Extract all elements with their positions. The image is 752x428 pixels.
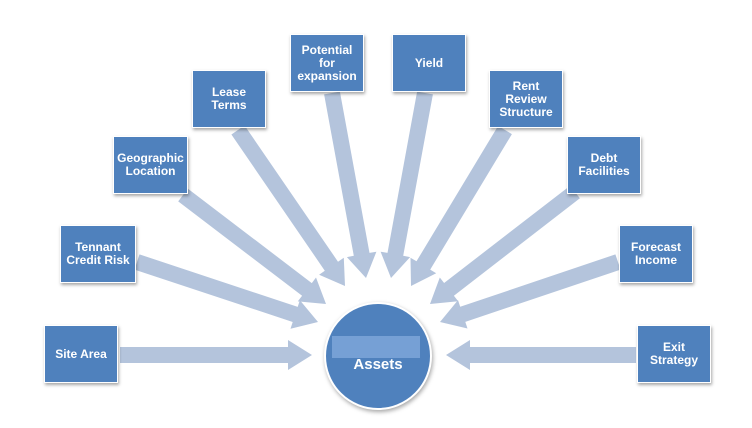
node-site-area: Site Area: [44, 325, 118, 383]
arrow-exit-strategy: [446, 340, 636, 370]
node-tennant-credit-risk: Tennant Credit Risk: [60, 225, 136, 283]
node-rent-review-structure: Rent Review Structure: [489, 70, 563, 128]
arrow-yield: [380, 91, 433, 278]
node-yield: Yield: [392, 34, 466, 92]
node-exit-strategy: Exit Strategy: [637, 325, 711, 383]
arrow-site-area: [120, 340, 312, 370]
arrow-debt-facilities: [430, 185, 580, 304]
node-debt-facilities: Debt Facilities: [567, 136, 641, 194]
center-node-label: Assets: [353, 356, 403, 373]
arrow-potential-for-expansion: [324, 91, 377, 278]
node-lease-terms: Lease Terms: [192, 70, 266, 128]
center-node-highlight: [332, 336, 420, 358]
node-potential-for-expansion: Potential for expansion: [290, 34, 364, 92]
arrow-lease-terms: [231, 125, 345, 286]
node-forecast-income: Forecast Income: [619, 225, 693, 283]
arrow-tennant-credit-risk: [134, 254, 318, 329]
node-geographic-location: Geographic Location: [113, 136, 188, 194]
arrow-forecast-income: [440, 254, 621, 329]
arrow-geographic-location: [178, 188, 326, 304]
arrow-rent-review-structure: [410, 125, 512, 287]
